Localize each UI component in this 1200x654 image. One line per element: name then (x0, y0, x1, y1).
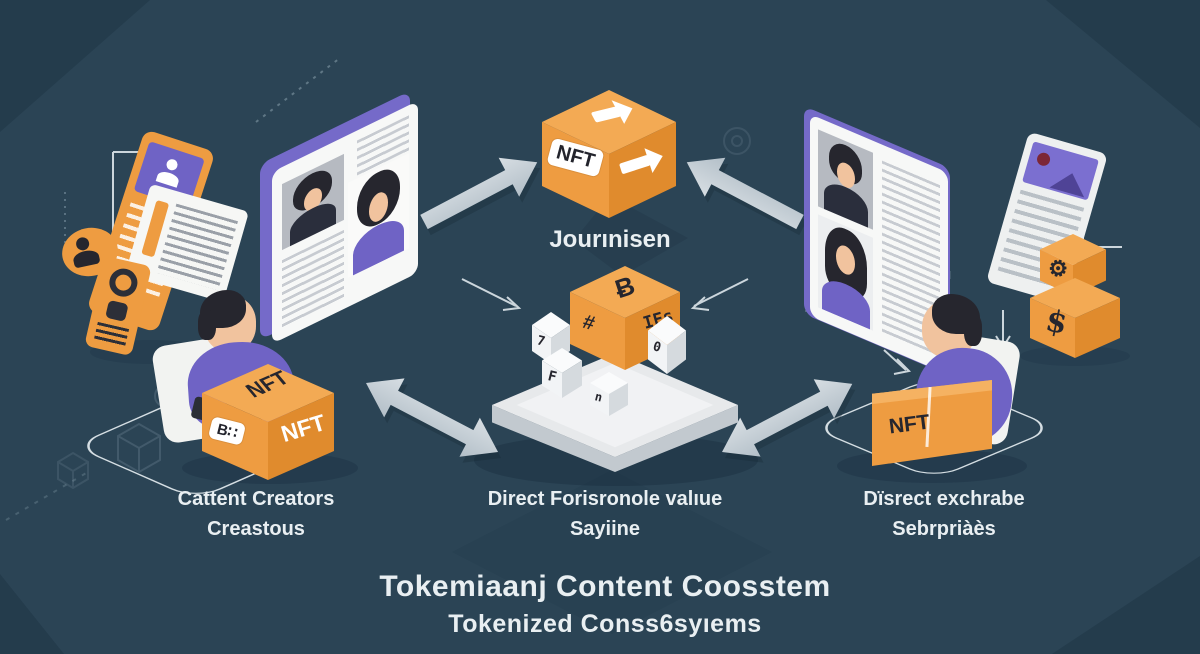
image-placeholder (1022, 141, 1099, 201)
avatar-photo (818, 214, 874, 331)
main-title-line2: Tokenized Conss6syıems (448, 610, 762, 638)
body (105, 299, 129, 322)
pillar-cube: n (590, 372, 628, 416)
head (74, 236, 91, 252)
market-caption: Direct Forisronole valıue Sayiine (420, 484, 790, 544)
collector-caption-line1: Dïsrect exchrabe (863, 488, 1025, 510)
main-title: Tokemiaanj Content Coosstem Tokenized Co… (300, 570, 910, 639)
creator-caption-line2: Creastous (207, 518, 305, 540)
arrow-market-collector-exchange (722, 379, 853, 457)
bust (71, 248, 101, 269)
hair-side (964, 314, 982, 346)
collector-caption: Dïsrect exchrabe Sebrpriàès (779, 484, 1109, 544)
avatar-photo (818, 129, 874, 230)
sun-dot (1035, 151, 1052, 168)
pillar-cube: F (542, 348, 582, 398)
person-icon (165, 157, 179, 172)
collector-nft-desk: NFT (872, 380, 992, 466)
collector-caption-line2: Sebrpriàès (892, 518, 996, 540)
ring (106, 265, 141, 300)
main-title-line1: Tokemiaanj Content Coosstem (379, 570, 831, 603)
ground-diamond-shade (452, 470, 772, 634)
flow-arrows (366, 157, 856, 463)
creator-nft-cube: NFT B∷ NFT (202, 364, 334, 480)
hub-caption: Jourınisen (470, 226, 750, 254)
hub-caption-text: Jourınisen (549, 226, 671, 253)
person-bust-icon (155, 169, 181, 188)
arrow-creator-market-exchange (366, 378, 499, 457)
hub-cube-shade (574, 196, 688, 276)
hub-nft-cube: NFT (542, 90, 676, 218)
pillar-cube: 0 (648, 316, 686, 374)
hair-side (198, 310, 216, 340)
text-lines (93, 321, 130, 349)
arrow-collector-to-hub (686, 157, 804, 230)
creator-caption-line1: Cattent Creators (177, 488, 335, 510)
creator-caption: Cattent Creators Creastous (86, 484, 426, 544)
text-lines (156, 203, 238, 291)
mountain-shape (1049, 168, 1090, 198)
market-caption-line2: Sayiine (569, 518, 641, 540)
arrow-creator-to-hub (420, 157, 538, 230)
desk-nft-label: NFT (887, 410, 931, 439)
currency-cube: $ (1030, 278, 1120, 358)
market-caption-line1: Direct Forisronole valıue (487, 488, 723, 510)
